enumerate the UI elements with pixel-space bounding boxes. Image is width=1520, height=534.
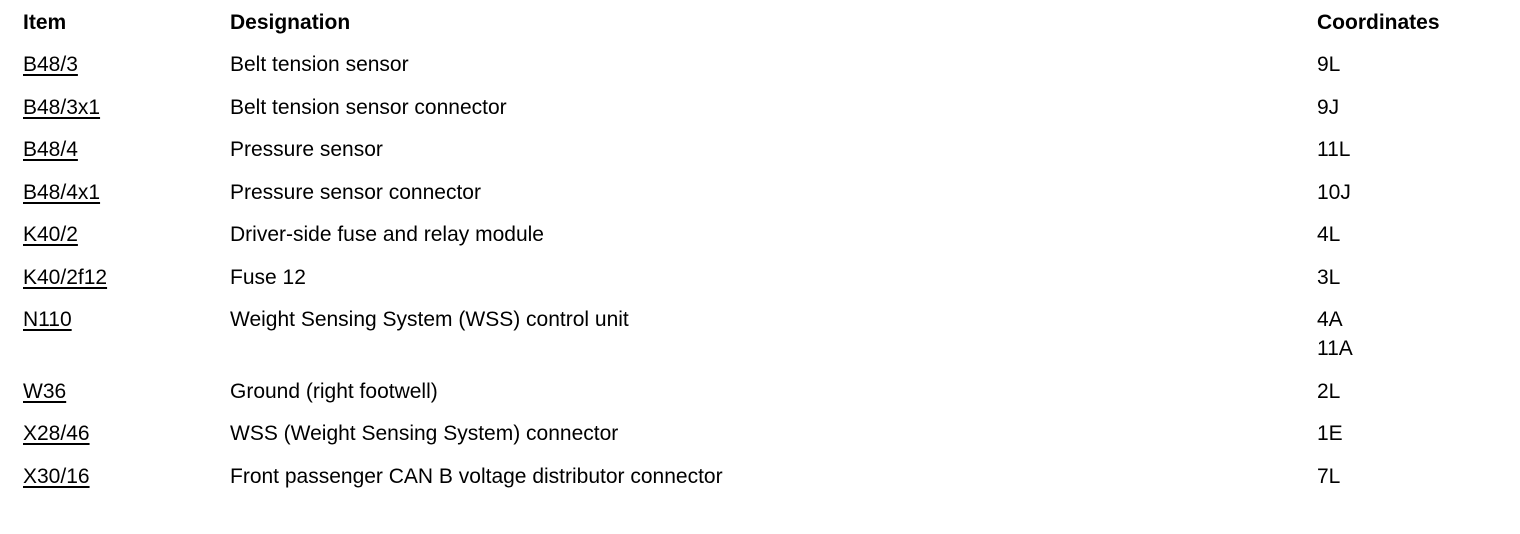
designation-cell: WSS (Weight Sensing System) connector (230, 419, 1317, 448)
item-link[interactable]: X30/16 (23, 464, 90, 488)
designation-text: Ground (right footwell) (230, 379, 438, 403)
header-designation-cell: Designation (230, 8, 1317, 37)
designation-cell: Front passenger CAN B voltage distributo… (230, 462, 1317, 491)
item-cell: K40/2f12 (23, 263, 230, 292)
item-cell: K40/2 (23, 220, 230, 249)
coordinate-value: 3L (1317, 265, 1341, 289)
coordinate-value: 4A (1317, 308, 1343, 331)
table-row: X28/46 WSS (Weight Sensing System) connec… (23, 419, 1503, 462)
designation-cell: Fuse 12 (230, 263, 1317, 292)
coordinates-cell: 7L (1317, 462, 1503, 491)
table-row: W36 Ground (right footwell) 2L (23, 377, 1503, 420)
header-designation-label: Designation (230, 11, 351, 34)
table-row: B48/4 Pressure sensor 11L (23, 135, 1503, 178)
coordinate-value: 11L (1317, 138, 1351, 161)
coordinate-value: 7L (1317, 464, 1341, 488)
coordinates-cell: 3L (1317, 263, 1503, 292)
designation-text: Belt tension sensor connector (230, 95, 507, 119)
coordinate-value: 4L (1317, 223, 1341, 246)
table-row: B48/4x1 Pressure sensor connector 10J (23, 178, 1503, 221)
item-link[interactable]: K40/2f12 (23, 265, 108, 289)
designation-text: Pressure sensor (230, 138, 383, 161)
designation-text: Pressure sensor connector (230, 180, 481, 204)
coordinate-value: 2L (1317, 379, 1341, 403)
table-row: B48/3 Belt tension sensor 9L (23, 50, 1503, 93)
item-link[interactable]: B48/3 (23, 53, 78, 76)
designation-cell: Weight Sensing System (WSS) control unit (230, 305, 1317, 334)
coordinate-value: 9J (1317, 95, 1340, 119)
designation-cell: Driver-side fuse and relay module (230, 220, 1317, 249)
designation-text: Fuse 12 (230, 265, 306, 289)
table-body: B48/3 Belt tension sensor 9L B48/3x1 Belt te… (23, 50, 1503, 504)
coordinates-cell: 1E (1317, 419, 1503, 448)
coordinates-cell: 11L (1317, 135, 1503, 164)
coordinates-cell: 2L (1317, 377, 1503, 406)
header-coordinates-cell: Coordinates (1317, 8, 1503, 37)
item-cell: N110 (23, 305, 230, 334)
designation-text: Front passenger CAN B voltage distributo… (230, 464, 723, 488)
header-item-cell: Item (23, 8, 230, 37)
header-item-label: Item (23, 11, 67, 34)
header-coordinates-label: Coordinates (1317, 11, 1440, 34)
designation-cell: Pressure sensor (230, 135, 1317, 164)
table-row: N110 Weight Sensing System (WSS) control … (23, 305, 1503, 377)
designation-text: Driver-side fuse and relay module (230, 223, 544, 246)
coordinate-value: 1E (1317, 422, 1343, 445)
item-link[interactable]: W36 (23, 379, 67, 403)
table-row: K40/2 Driver-side fuse and relay module 4L (23, 220, 1503, 263)
item-link[interactable]: B48/4 (23, 138, 78, 161)
item-cell: B48/4x1 (23, 178, 230, 207)
designation-text: Belt tension sensor (230, 53, 409, 76)
designation-text: Weight Sensing System (WSS) control unit (230, 308, 629, 331)
item-cell: W36 (23, 377, 230, 406)
designation-cell: Belt tension sensor connector (230, 93, 1317, 122)
designation-cell: Belt tension sensor (230, 50, 1317, 79)
table-row: K40/2f12 Fuse 12 3L (23, 263, 1503, 306)
coordinates-cell: 9J (1317, 93, 1503, 122)
item-cell: B48/4 (23, 135, 230, 164)
item-cell: B48/3 (23, 50, 230, 79)
item-cell: B48/3x1 (23, 93, 230, 122)
designation-cell: Pressure sensor connector (230, 178, 1317, 207)
table-row: B48/3x1 Belt tension sensor connector 9J (23, 93, 1503, 136)
designation-cell: Ground (right footwell) (230, 377, 1317, 406)
coordinate-value: 11A (1317, 337, 1353, 360)
coordinates-cell: 4L (1317, 220, 1503, 249)
item-link[interactable]: X28/46 (23, 422, 90, 445)
coordinates-cell: 9L (1317, 50, 1503, 79)
item-link[interactable]: B48/4x1 (23, 180, 101, 204)
table-header-row: Item Designation Coordinates (23, 8, 1503, 50)
table-row: X30/16 Front passenger CAN B voltage dist… (23, 462, 1503, 505)
item-link[interactable]: B48/3x1 (23, 95, 101, 119)
item-link[interactable]: N110 (23, 308, 72, 331)
designation-text: WSS (Weight Sensing System) connector (230, 422, 619, 445)
item-link[interactable]: K40/2 (23, 223, 78, 246)
item-cell: X30/16 (23, 462, 230, 491)
coordinate-value: 10J (1317, 180, 1351, 204)
coordinate-value: 9L (1317, 53, 1341, 76)
coordinates-cell: 10J (1317, 178, 1503, 207)
item-cell: X28/46 (23, 419, 230, 448)
